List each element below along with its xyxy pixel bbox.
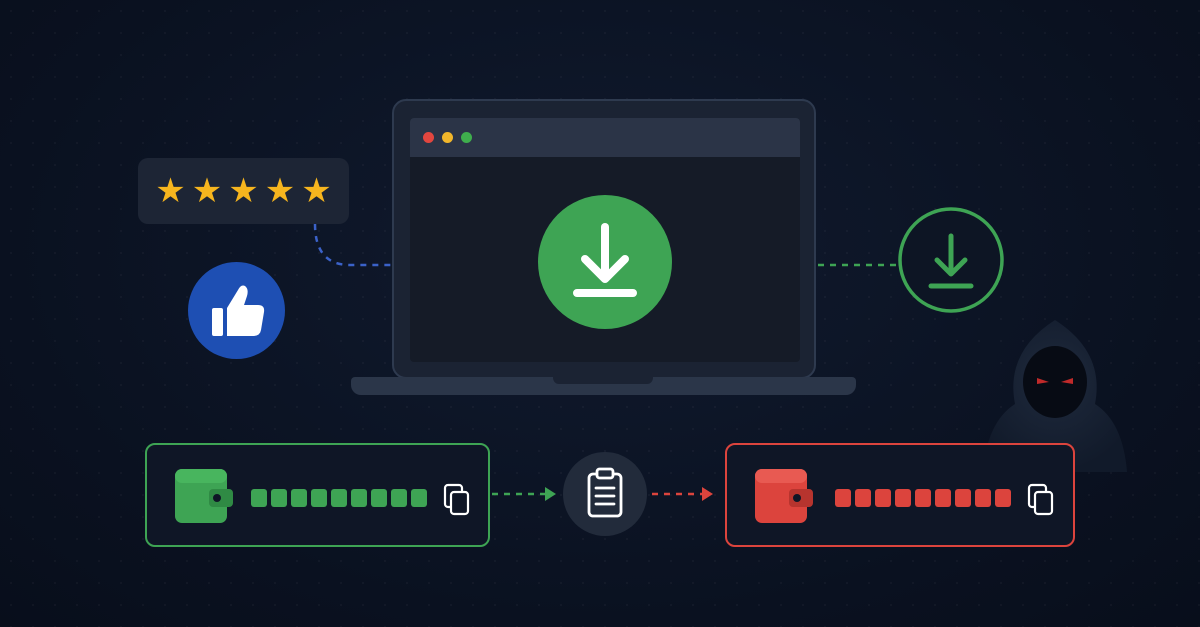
masked-address-segment bbox=[371, 489, 387, 507]
masked-address-segment bbox=[311, 489, 327, 507]
star-icon: ★ bbox=[191, 171, 223, 211]
masked-address-segment bbox=[855, 489, 871, 507]
download-button[interactable] bbox=[538, 195, 672, 329]
star-icon: ★ bbox=[264, 171, 296, 211]
wallet-icon bbox=[755, 469, 813, 523]
masked-address-segment bbox=[331, 489, 347, 507]
replaced-wallet-card bbox=[725, 443, 1075, 547]
star-icon: ★ bbox=[228, 171, 259, 211]
download-icon bbox=[898, 207, 1004, 313]
browser-window bbox=[410, 118, 800, 362]
original-wallet-card bbox=[145, 443, 490, 547]
masked-address-segment bbox=[955, 489, 971, 507]
rating-connector bbox=[313, 223, 392, 267]
masked-address-segment bbox=[411, 489, 427, 507]
copy-connector-red-arrow bbox=[702, 487, 713, 501]
masked-address-segment bbox=[391, 489, 407, 507]
masked-address-segment bbox=[995, 489, 1011, 507]
star-icon: ★ bbox=[155, 171, 186, 211]
clipboard-icon bbox=[587, 467, 623, 518]
masked-address-segment bbox=[835, 489, 851, 507]
star-icon: ★ bbox=[301, 171, 332, 211]
masked-address-segment bbox=[291, 489, 307, 507]
window-maximize-dot bbox=[461, 132, 472, 143]
copy-connector-green-arrow bbox=[545, 487, 556, 501]
laptop-base bbox=[351, 377, 856, 395]
rating-card: ★★★★★ bbox=[138, 158, 349, 224]
hooded-hacker-icon bbox=[983, 320, 1127, 472]
wallet-icon bbox=[175, 469, 233, 523]
like-badge bbox=[188, 262, 285, 359]
download-badge bbox=[897, 206, 1005, 314]
masked-address-segment bbox=[251, 489, 267, 507]
masked-address-segment bbox=[935, 489, 951, 507]
window-close-dot bbox=[423, 132, 434, 143]
laptop-notch bbox=[553, 377, 653, 384]
browser-title-bar bbox=[410, 118, 800, 157]
download-icon bbox=[573, 223, 637, 297]
clipboard-badge bbox=[563, 452, 647, 536]
window-minimize-dot bbox=[442, 132, 453, 143]
masked-address-segment bbox=[915, 489, 931, 507]
copy-icon[interactable] bbox=[1027, 483, 1055, 517]
masked-address-segment bbox=[975, 489, 991, 507]
masked-address-segment bbox=[895, 489, 911, 507]
masked-address-segment bbox=[271, 489, 287, 507]
copy-icon[interactable] bbox=[443, 483, 471, 517]
masked-address-segment bbox=[875, 489, 891, 507]
thumbs-up-icon bbox=[212, 285, 265, 336]
masked-address-segment bbox=[351, 489, 367, 507]
